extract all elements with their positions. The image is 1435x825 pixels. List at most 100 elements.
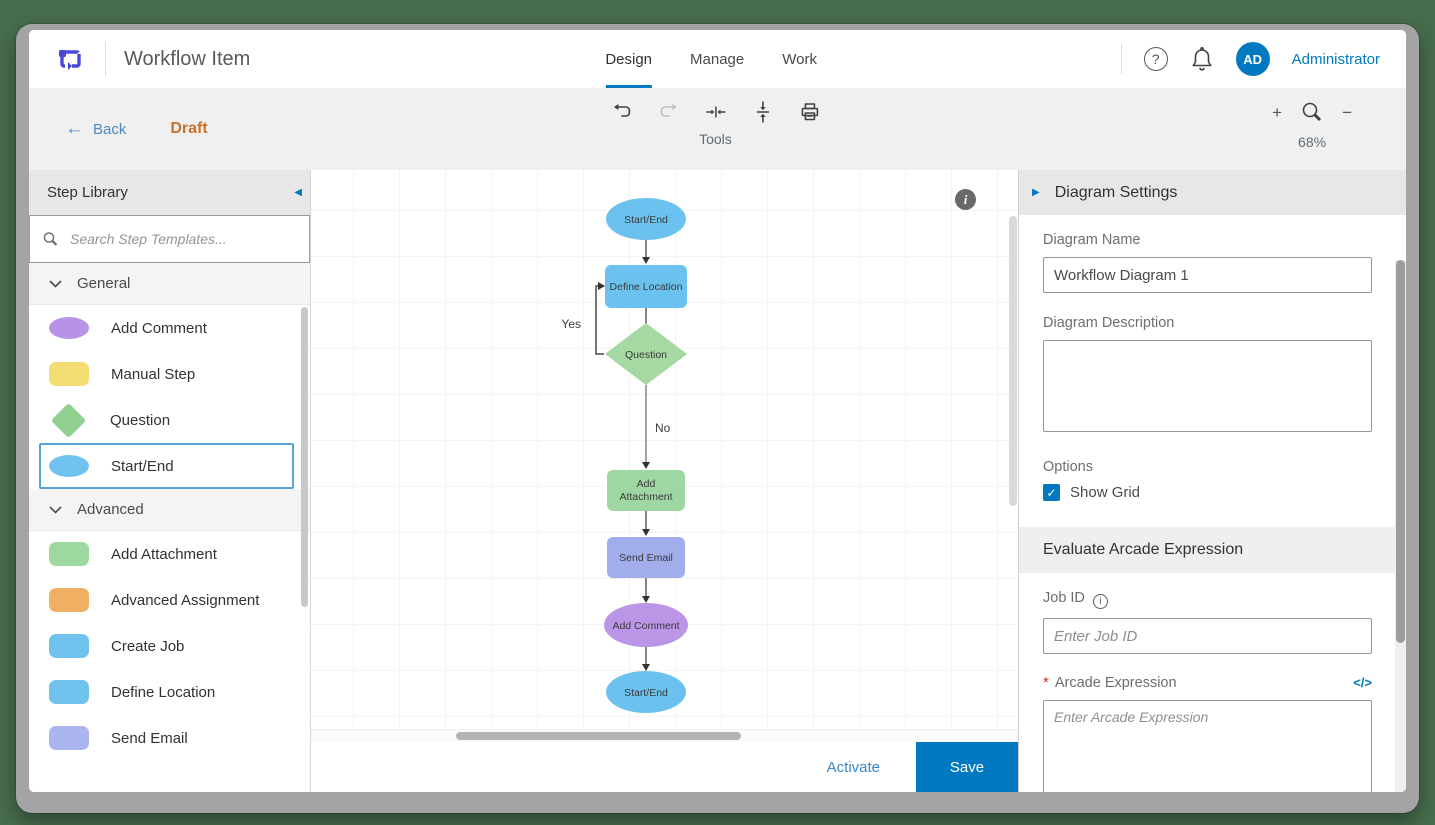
diagram-description-label: Diagram Description (1043, 315, 1175, 331)
edge-label-no: No (655, 421, 671, 435)
step-item-add-comment[interactable]: Add Comment (29, 305, 310, 351)
step-item-label: Send Email (111, 729, 188, 747)
rect-shape-icon (49, 726, 89, 750)
zoom-row: + − (1272, 100, 1352, 126)
node-start-end[interactable] (606, 198, 686, 240)
arcade-expression-input[interactable] (1043, 700, 1372, 792)
scrollbar-thumb[interactable] (456, 732, 741, 740)
node-send-email[interactable] (607, 537, 685, 578)
canvas-horizontal-scrollbar[interactable] (311, 729, 1018, 742)
redo-icon[interactable] (658, 102, 678, 122)
status-badge: Draft (170, 120, 208, 137)
collapse-vertical-icon[interactable] (752, 101, 772, 123)
ellipse-shape-icon (49, 317, 89, 339)
activate-button[interactable]: Activate (826, 758, 880, 776)
avatar[interactable]: AD (1235, 42, 1270, 76)
scrollbar-thumb[interactable] (1396, 260, 1405, 644)
tab-design[interactable]: Design (605, 30, 652, 88)
diagram-name-input[interactable] (1043, 257, 1372, 293)
save-button[interactable]: Save (916, 742, 1018, 792)
print-icon[interactable] (799, 102, 819, 122)
code-icon[interactable]: </> (1353, 675, 1372, 690)
node-add-comment[interactable] (604, 603, 688, 647)
node-define-location[interactable] (605, 265, 687, 308)
main-nav-tabs: Design Manage Work (605, 30, 817, 88)
tools-label: Tools (699, 131, 732, 147)
tab-work[interactable]: Work (782, 50, 817, 68)
section-label: Advanced (77, 501, 144, 518)
app-header: Workflow Item Design Manage Work ? AD Ad… (29, 30, 1406, 88)
zoom-in-icon[interactable]: + (1272, 103, 1283, 122)
rect-shape-icon (49, 542, 89, 566)
tool-icons-row (611, 101, 819, 123)
page-title: Workflow Item (124, 47, 251, 70)
node-add-attachment[interactable] (607, 470, 685, 511)
step-library-title: Step Library (47, 184, 128, 201)
step-item-label: Advanced Assignment (111, 591, 260, 609)
canvas-vertical-scrollbar[interactable] (1009, 216, 1017, 506)
job-id-input[interactable] (1043, 618, 1372, 654)
step-item-advanced-assignment[interactable]: Advanced Assignment (29, 577, 310, 623)
panel-body: Diagram Name Diagram Description Options… (1019, 215, 1406, 792)
tab-manage[interactable]: Manage (690, 50, 745, 68)
section-general[interactable]: General (29, 263, 310, 305)
header-divider-2 (1120, 44, 1122, 74)
diagram-canvas[interactable]: Yes No Start/End Define Location Questio… (311, 170, 1018, 729)
collapse-left-icon[interactable]: ◀ (294, 187, 302, 198)
notifications-bell-icon[interactable] (1190, 46, 1214, 72)
node-start-end-2[interactable] (606, 671, 686, 713)
diagram-toolbar: ← Back Draft (29, 88, 1406, 170)
back-button[interactable]: Back (93, 120, 127, 138)
node-label: Question (625, 349, 667, 361)
show-grid-checkbox[interactable]: ✓ (1043, 484, 1060, 501)
step-item-start-end[interactable]: Start/End (39, 443, 294, 489)
header-actions: ? AD Administrator (1120, 42, 1380, 76)
app-window: Workflow Item Design Manage Work ? AD Ad… (29, 30, 1406, 792)
collapse-horizontal-icon[interactable] (705, 102, 725, 122)
undo-icon[interactable] (611, 102, 631, 122)
arcade-expression-label: Arcade Expression (1054, 674, 1177, 691)
info-icon[interactable]: i (955, 189, 976, 210)
diagram-settings-panel: ▶ Diagram Settings Diagram Name Diagram … (1018, 170, 1406, 792)
rect-shape-icon (49, 680, 89, 704)
step-item-manual-step[interactable]: Manual Step (29, 351, 310, 397)
step-item-create-job[interactable]: Create Job (29, 623, 310, 669)
node-label: Start/End (624, 687, 668, 699)
help-icon[interactable]: ? (1143, 47, 1168, 71)
diagram-name-label: Diagram Name (1043, 232, 1141, 248)
zoom-level: 68% (1298, 134, 1327, 150)
zoom-out-icon[interactable]: − (1342, 103, 1352, 122)
search-input[interactable] (70, 231, 297, 247)
step-item-label: Start/End (111, 457, 174, 475)
diagram-description-input[interactable] (1043, 340, 1372, 432)
options-label: Options (1043, 459, 1093, 475)
step-library-sidebar: Step Library ◀ General (29, 170, 311, 792)
main-area: Step Library ◀ General (29, 170, 1406, 792)
step-search-box (29, 215, 310, 263)
arcade-section-header: Evaluate Arcade Expression (1019, 527, 1406, 573)
job-id-label-text: Job ID (1043, 590, 1085, 606)
collapse-right-icon[interactable]: ▶ (1032, 187, 1040, 198)
node-label: Attachment (619, 491, 672, 503)
zoom-controls: + − 68% (1272, 100, 1352, 150)
rect-shape-icon (49, 634, 89, 658)
node-question[interactable] (605, 323, 687, 385)
job-id-label: Job ID i (1043, 590, 1372, 609)
step-item-label: Define Location (111, 683, 216, 701)
step-item-define-location[interactable]: Define Location (29, 669, 310, 715)
step-item-question[interactable]: Question (29, 397, 310, 443)
canvas-footer: Activate Save (311, 742, 1018, 792)
user-name[interactable]: Administrator (1291, 50, 1380, 68)
edge-label-yes: Yes (561, 317, 581, 331)
panel-scrollbar[interactable] (1395, 260, 1406, 792)
arcade-expression-label-row: * Arcade Expression </> (1043, 674, 1372, 691)
step-item-label: Manual Step (111, 365, 196, 383)
window-frame: Workflow Item Design Manage Work ? AD Ad… (16, 24, 1419, 813)
job-id-info-icon[interactable]: i (1092, 594, 1108, 609)
step-item-send-email[interactable]: Send Email (29, 715, 310, 761)
section-advanced[interactable]: Advanced (29, 489, 310, 531)
sidebar-scrollbar[interactable] (301, 307, 308, 607)
step-library-header: Step Library ◀ (29, 170, 310, 215)
diamond-shape-icon (50, 402, 87, 438)
step-item-add-attachment[interactable]: Add Attachment (29, 531, 310, 577)
